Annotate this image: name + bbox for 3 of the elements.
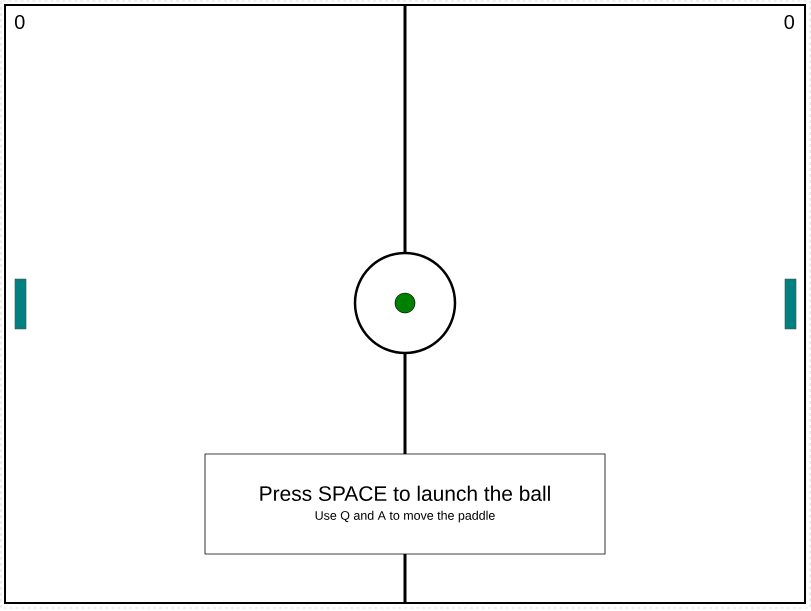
score: 0 [15, 14, 24, 30]
message-box: Press SPACE to launch the ball Use Q and A to move the paddle [204, 454, 606, 554]
score: 0 [784, 14, 794, 30]
